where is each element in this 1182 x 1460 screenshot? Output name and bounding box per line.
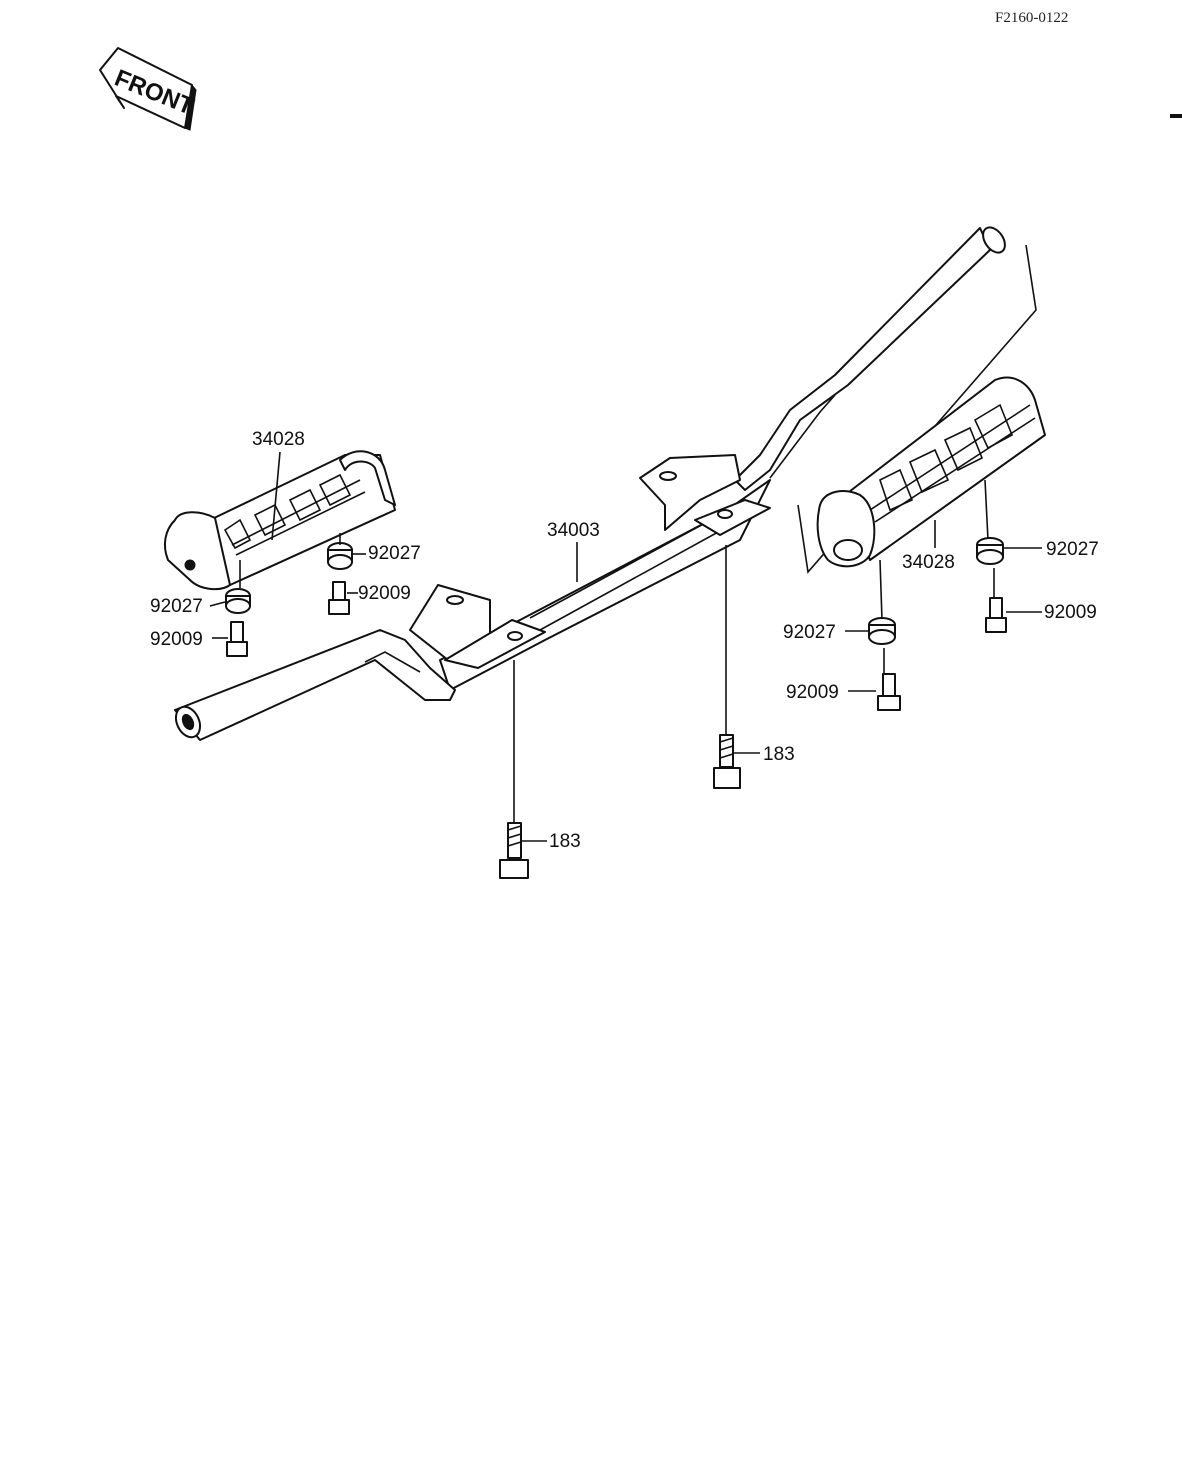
label-left-footpeg: 34028 xyxy=(252,429,305,450)
label-left-outer-bolt: 92009 xyxy=(358,583,411,604)
label-right-front-rubber: 92027 xyxy=(1046,539,1099,560)
right-rear-bolt xyxy=(877,673,901,711)
footpeg-bar xyxy=(174,226,1006,741)
label-left-outer-rubber: 92027 xyxy=(368,543,421,564)
label-right-footpeg: 34028 xyxy=(902,552,955,573)
label-left-inner-rubber: 92027 xyxy=(150,596,203,617)
label-right-rear-bolt: 92009 xyxy=(786,682,839,703)
label-left-inner-bolt: 92009 xyxy=(150,629,203,650)
right-rear-rubber xyxy=(868,617,896,645)
left-inner-rubber xyxy=(225,588,251,614)
label-bolt-left: 183 xyxy=(549,831,581,852)
edge-mark xyxy=(1170,114,1182,118)
left-outer-bolt xyxy=(328,581,350,615)
bolt-183-left xyxy=(499,822,529,879)
diagram-code: F2160-0122 xyxy=(995,10,1068,26)
left-outer-rubber xyxy=(327,542,353,570)
right-front-bolt xyxy=(985,597,1007,633)
bolt-183-right xyxy=(713,734,741,789)
label-right-front-bolt: 92009 xyxy=(1044,602,1097,623)
label-bar: 34003 xyxy=(547,520,600,541)
right-footpeg xyxy=(816,376,1046,568)
right-front-rubber xyxy=(976,537,1004,565)
front-arrow-icon: FRONT xyxy=(99,47,198,131)
label-right-rear-rubber: 92027 xyxy=(783,622,836,643)
label-bolt-right: 183 xyxy=(763,744,795,765)
left-inner-bolt xyxy=(226,621,248,657)
left-footpeg xyxy=(163,450,396,591)
